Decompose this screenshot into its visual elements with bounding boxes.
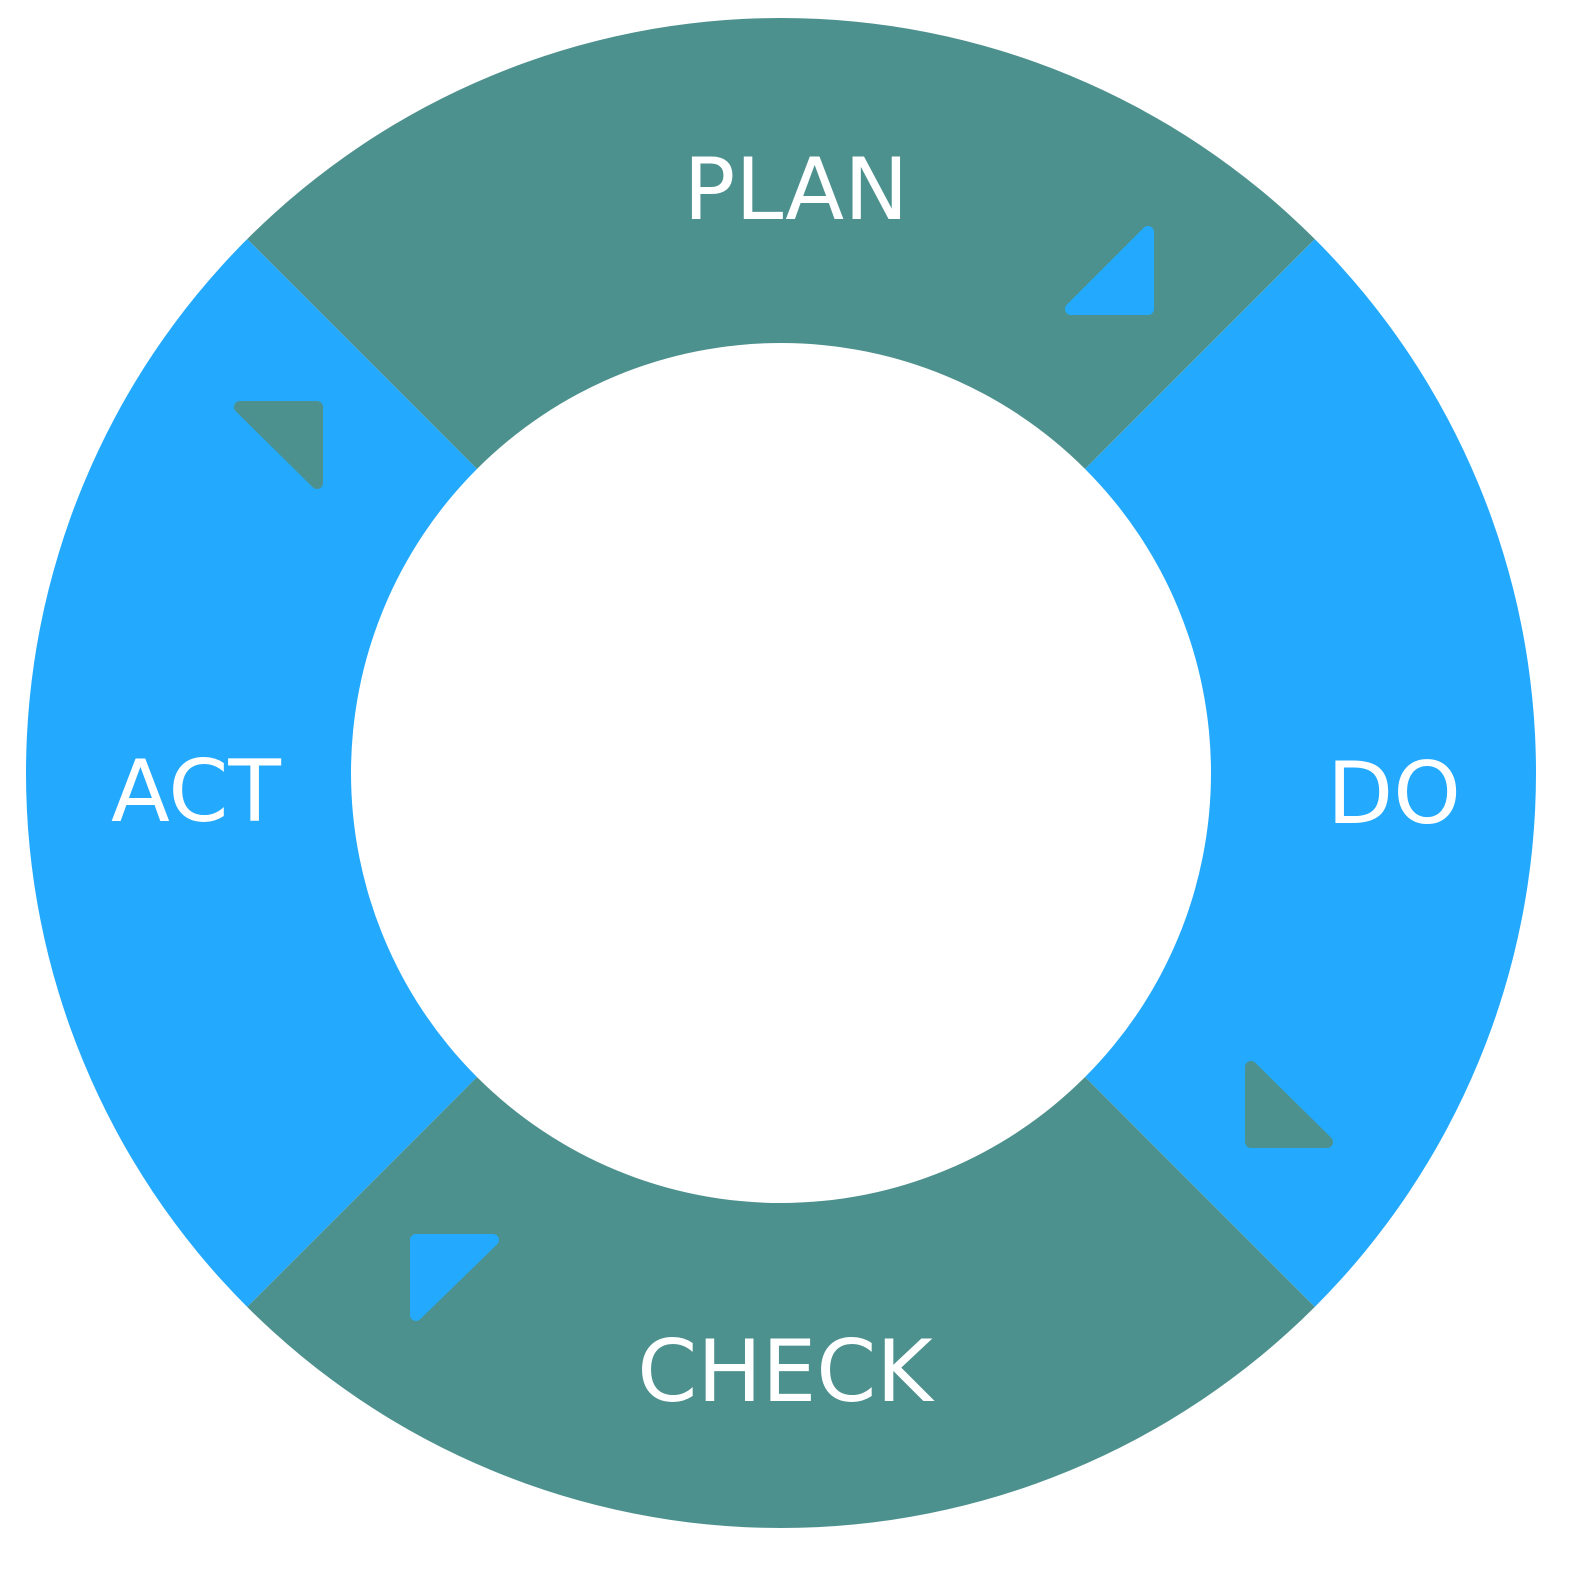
segment-plan [247,18,1315,469]
label-plan: PLAN [684,140,909,240]
segment-act [26,239,477,1307]
segment-check [247,1077,1315,1528]
act-triangle-arrow-icon [234,401,323,489]
segment-do [1085,239,1536,1307]
do-triangle-arrow-icon [1245,1061,1333,1148]
label-do: DO [1327,744,1461,844]
check-triangle-arrow-icon [410,1234,499,1321]
label-act: ACT [111,742,281,842]
label-check: CHECK [637,1322,935,1422]
plan-triangle-arrow-icon [1065,226,1154,315]
